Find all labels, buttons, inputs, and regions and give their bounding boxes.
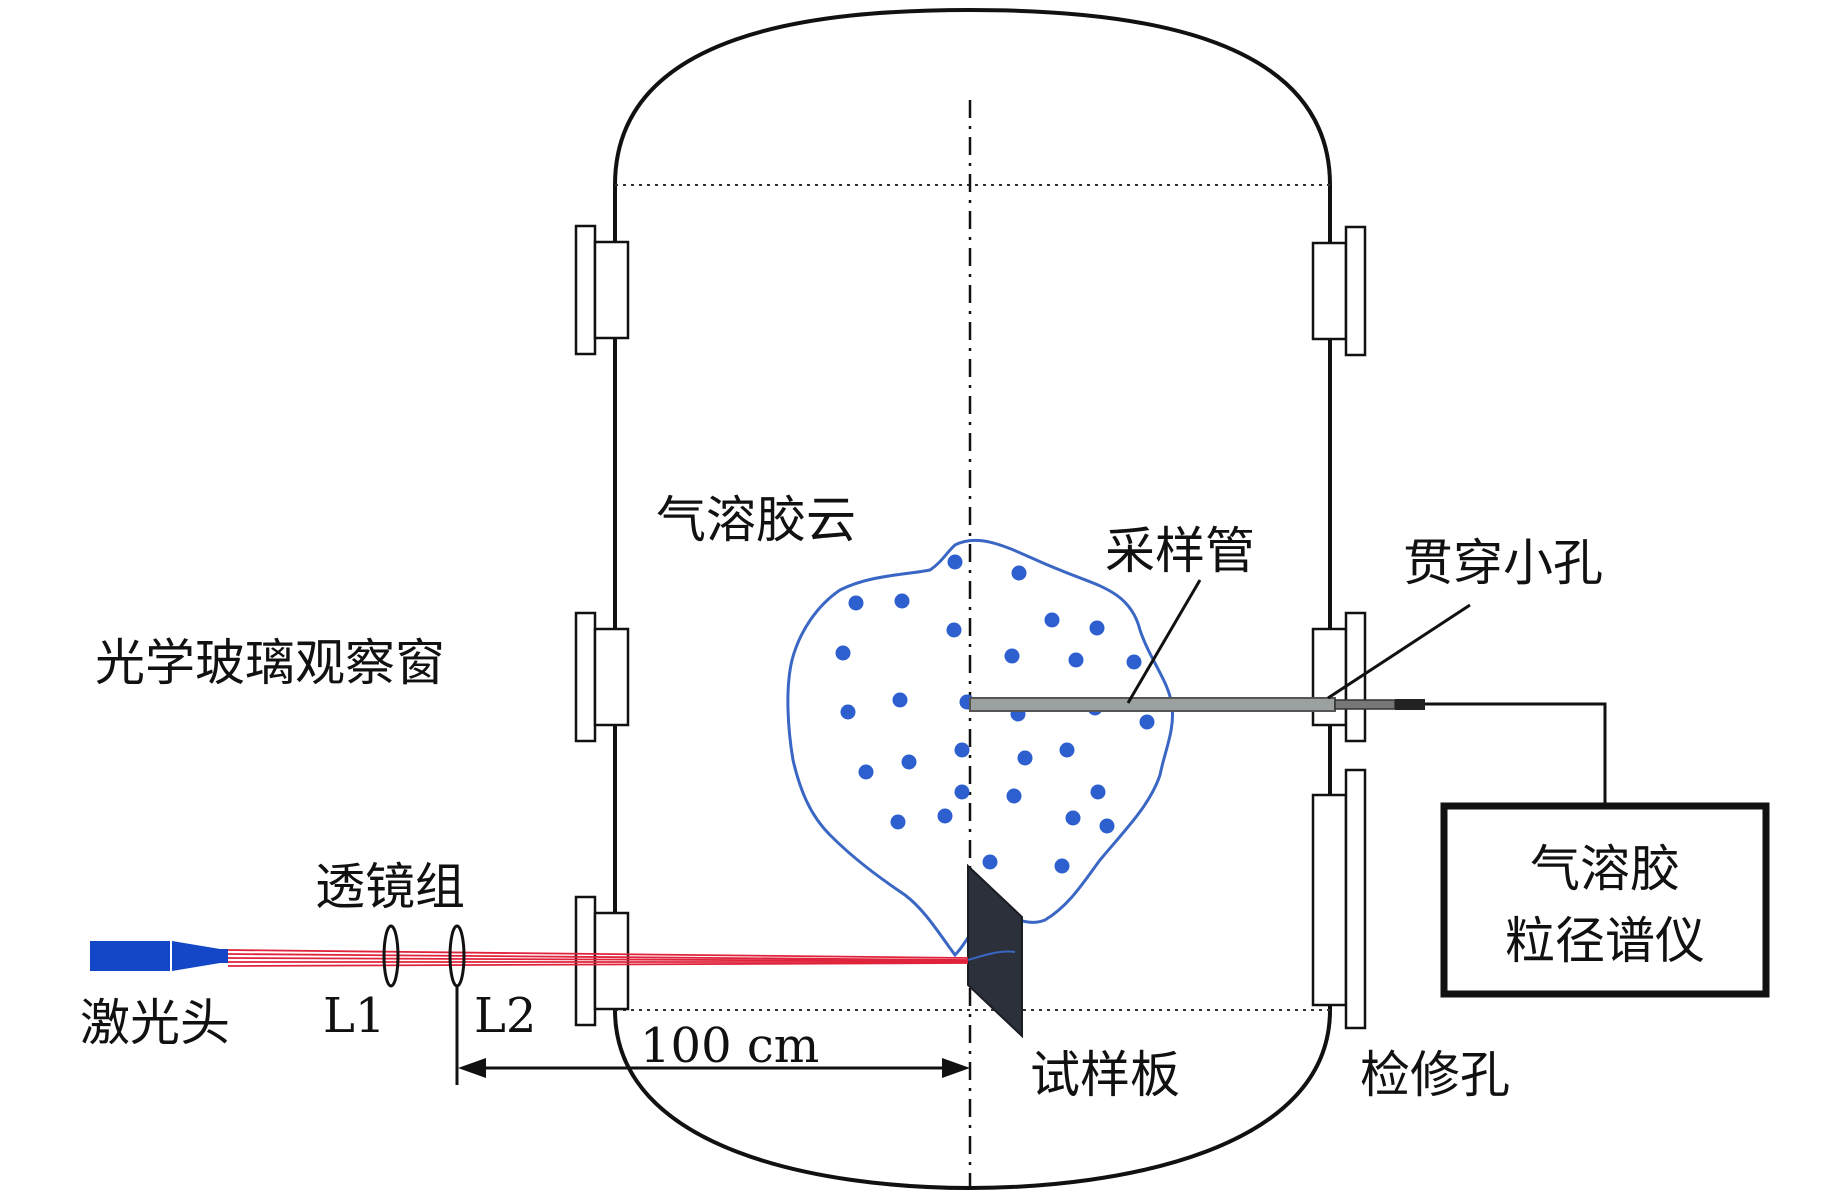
scattered-beam [967,950,1016,961]
spectrometer-cable [1425,702,1607,806]
particle [937,808,953,824]
sample-plate-label: 试样板 [1030,1046,1180,1104]
right-window-middle [1311,611,1367,743]
laser-head-label: 激光头 [80,994,230,1052]
particle [1139,714,1155,730]
sampling-tube-leader [1126,579,1202,704]
particle [1059,742,1075,758]
lens-l1 [382,924,400,988]
right-window-top [1311,225,1367,357]
particle [1044,612,1060,628]
particle [1126,654,1142,670]
spectrometer-label-line1: 气溶胶 [1530,840,1680,898]
sampling-tube [969,697,1425,712]
laser-beam [227,949,969,967]
particle [1054,858,1070,874]
particle [954,742,970,758]
lens-group-label: 透镜组 [315,858,465,916]
spectrometer-box [1440,802,1770,998]
lens-l2-label: L2 [474,988,536,1044]
aerosol-cloud-label: 气溶胶云 [656,491,856,549]
optical-window-label: 光学玻璃观察窗 [95,634,445,692]
left-window-top [574,224,630,356]
distance-arrow [458,1058,970,1078]
manhole-label: 检修孔 [1360,1046,1510,1104]
particle [946,622,962,638]
penetration-hole-label: 贯穿小孔 [1403,534,1603,592]
right-manhole [1311,768,1367,1030]
particle [1099,818,1115,834]
particle [1006,788,1022,804]
particle [894,593,910,609]
particle [835,645,851,661]
particle [954,784,970,800]
particle [1017,750,1033,766]
spectrometer-label-line2: 粒径谱仪 [1505,912,1705,970]
particle [840,704,856,720]
particle [982,854,998,870]
particle [1089,620,1105,636]
particle [848,595,864,611]
particle [1004,648,1020,664]
particle [1065,810,1081,826]
particle [947,554,963,570]
particle [892,692,908,708]
particle [901,754,917,770]
particle [1011,565,1027,581]
lens-l1-label: L1 [323,988,385,1044]
sampling-tube-label: 采样管 [1105,522,1255,580]
left-window-bottom [574,895,630,1027]
distance-label: 100 cm [640,1018,819,1074]
left-window-middle [574,611,630,743]
particle [858,764,874,780]
hole-leader [1327,603,1471,700]
particle [1090,784,1106,800]
aerosol-particles [835,554,1155,874]
particle [1068,652,1084,668]
sample-plate [967,863,1023,1039]
vessel-outline [613,7,1332,1191]
laser-head [90,941,228,971]
particle [890,814,906,830]
